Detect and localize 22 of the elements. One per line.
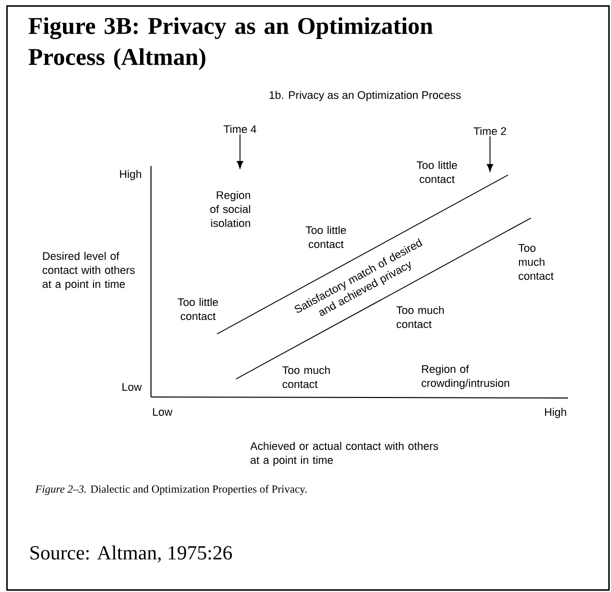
region-label: Too little contact <box>306 226 346 248</box>
axis-title: Desired level of contact with others at a point in time <box>42 252 135 290</box>
region-label: Too little contact <box>416 160 457 184</box>
region-label: Too little contact <box>178 298 218 320</box>
arrow <box>486 136 494 172</box>
axis-label: Low <box>153 408 172 416</box>
time-label: Time 2 <box>474 126 506 136</box>
axis-label: High <box>120 170 142 180</box>
region-label: Region of social isolation <box>210 190 250 228</box>
axis-label: High <box>545 408 566 418</box>
region-label: Region of crowding/intrusion <box>422 364 510 390</box>
caption: Figure 2–3. Dialectic and Optimization Properties of Privacy. <box>35 484 306 496</box>
source-note: Source: Altman, 1975:26 <box>30 546 232 562</box>
title: Figure 3B: Privacy as an Optimization Process (Altman) <box>28 17 433 70</box>
region-label: Too much contact <box>518 244 554 280</box>
axis-label: Low <box>122 383 142 391</box>
region-label: Too much contact <box>396 306 444 328</box>
region-label: Too much contact <box>282 366 330 388</box>
time-label: Time 4 <box>224 124 256 134</box>
subtitle: 1b. Privacy as an Optimization Process <box>270 90 461 102</box>
arrow <box>236 134 244 169</box>
axis-title: Achieved or actual contact with others at a point in time <box>250 442 438 466</box>
